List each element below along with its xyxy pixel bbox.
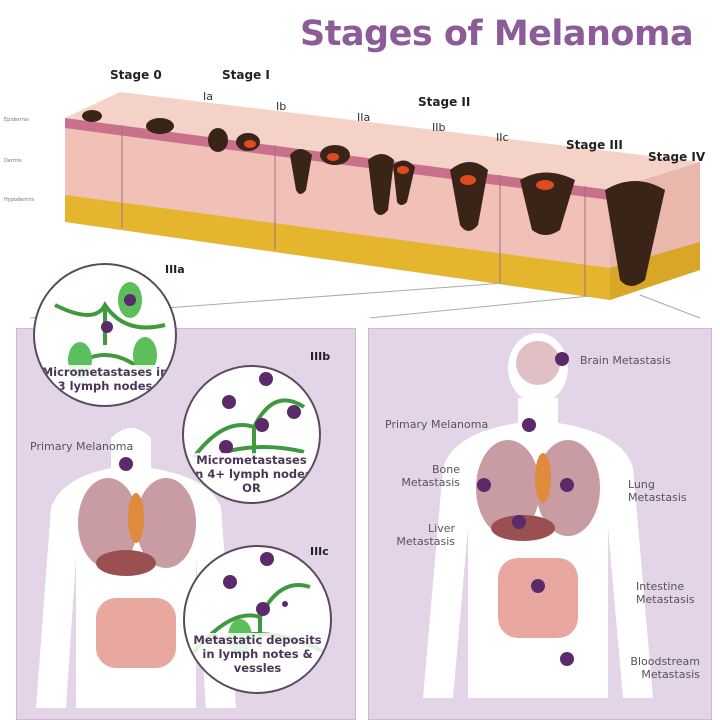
label-ib: Ib xyxy=(276,100,287,113)
zoom-line xyxy=(639,294,701,319)
label-iiib: IIIb xyxy=(310,350,331,363)
bloodstream-metastasis-dot xyxy=(560,652,574,666)
label-stage-4: Stage IV xyxy=(648,150,706,164)
label-brain-metastasis: Brain Metastasis xyxy=(580,354,671,367)
label-lung-metastasis: Lung Metastasis xyxy=(628,478,687,504)
label-ia: Ia xyxy=(203,90,213,103)
left-lung xyxy=(78,478,138,568)
label-stage-0: Stage 0 xyxy=(110,68,162,82)
label-dermis: Dermis xyxy=(4,158,22,164)
label-intestine-metastasis: Intestine Metastasis xyxy=(636,580,695,606)
brain xyxy=(516,341,560,385)
liver-metastasis-dot xyxy=(512,515,526,529)
heart xyxy=(128,493,144,543)
liver xyxy=(491,515,555,541)
zoom-line xyxy=(369,295,591,319)
iiia-caption: Micrometastases in 3 lymph nodes xyxy=(40,365,170,393)
label-liver-metastasis: Liver Metastasis xyxy=(396,522,455,548)
label-iic: IIc xyxy=(496,131,509,144)
label-iiia: IIIa xyxy=(165,263,185,276)
lymph-node-illustration xyxy=(192,372,306,459)
right-lung xyxy=(136,478,196,568)
lesions xyxy=(82,110,665,286)
skin-cross-section xyxy=(29,92,701,319)
liver xyxy=(96,550,156,576)
label-bone-metastasis: Bone Metastasis xyxy=(401,463,460,489)
iiia-lymph-node-circle: Micrometastases in 3 lymph nodes xyxy=(33,263,177,407)
iiic-lymph-node-circle: Metastatic deposits in lymph notes & ves… xyxy=(183,545,332,694)
brain-metastasis-dot xyxy=(555,352,569,366)
page-title: Stages of Melanoma xyxy=(300,14,694,54)
label-primary-melanoma-iv: Primary Melanoma xyxy=(385,418,489,431)
skin-top-face xyxy=(65,92,700,190)
heart xyxy=(535,453,551,503)
label-iiic: IIIc xyxy=(310,545,329,558)
iiic-caption: Metastatic deposits in lymph notes & ves… xyxy=(190,633,325,675)
label-iia: IIa xyxy=(357,111,371,124)
primary-melanoma-dot xyxy=(119,457,133,471)
label-bloodstream-metastasis: Bloodstream Metastasis xyxy=(630,655,700,681)
intestines xyxy=(96,598,176,668)
iiib-caption: Micrometastases in 4+ lymph nodes OR xyxy=(189,453,314,495)
body-outline xyxy=(423,398,653,698)
bone-metastasis-dot xyxy=(477,478,491,492)
left-lung xyxy=(476,440,540,536)
label-stage-1: Stage I xyxy=(222,68,270,82)
label-iib: IIb xyxy=(432,121,446,134)
lung-metastasis-dot xyxy=(560,478,574,492)
hypodermis-layer xyxy=(65,195,610,300)
ulcerations xyxy=(244,140,554,190)
label-stage-2: Stage II xyxy=(418,95,471,109)
label-primary-melanoma: Primary Melanoma xyxy=(30,440,134,453)
label-epidermis: Epidermis xyxy=(4,117,29,123)
label-stage-3: Stage III xyxy=(566,138,623,152)
body-illustration-stage-4 xyxy=(423,333,653,698)
iiib-lymph-node-circle: Micrometastases in 4+ lymph nodes OR xyxy=(182,365,321,504)
primary-melanoma-dot xyxy=(522,418,536,432)
label-hypodermis: Hypodermis xyxy=(4,197,35,203)
intestines xyxy=(498,558,578,638)
intestine-metastasis-dot xyxy=(531,579,545,593)
